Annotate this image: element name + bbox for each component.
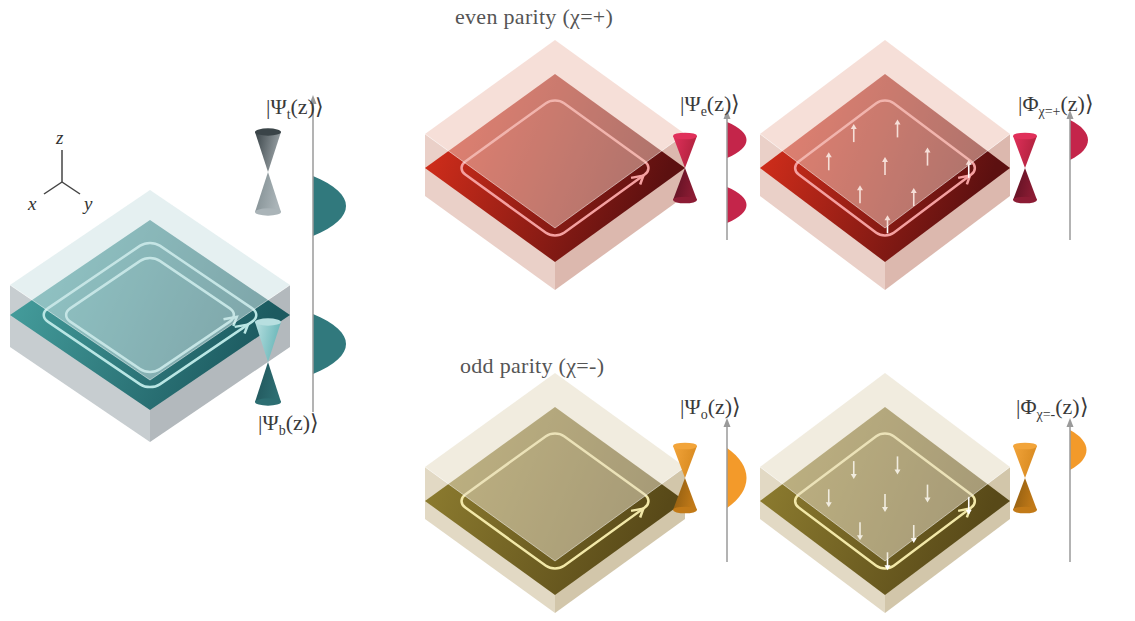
dirac-cone <box>673 136 697 168</box>
wavefunction <box>313 176 346 236</box>
dirac-cone <box>1013 168 1037 200</box>
subscript: b <box>279 423 286 438</box>
dirac-cone <box>255 362 281 402</box>
row-heading: even parity (χ=+) <box>455 6 613 28</box>
label-text: |Ψ <box>258 410 279 435</box>
label-text: (z)⟩ <box>286 410 319 435</box>
slab <box>425 373 685 613</box>
dirac-cone <box>673 443 697 450</box>
label-text: (z)⟩ <box>1055 394 1088 419</box>
state-label: |Ψb(z)⟩ <box>258 412 319 438</box>
dirac-cone <box>255 128 281 135</box>
z-axis <box>726 116 728 240</box>
label-text: |Ψ <box>680 91 701 116</box>
state-label: |Φχ=+(z)⟩ <box>1018 93 1094 119</box>
dirac-cone <box>255 132 281 172</box>
state-label: |Ψe(z)⟩ <box>680 93 740 119</box>
label-text: |Ψ <box>680 394 701 419</box>
z-axis <box>1067 418 1074 427</box>
label-text: x <box>28 193 36 214</box>
slab <box>10 190 290 442</box>
axis-label: x <box>28 194 36 213</box>
state-label: |Ψt(z)⟩ <box>266 96 324 122</box>
loop-arrow <box>631 172 648 184</box>
slab <box>760 40 1010 290</box>
subscript: t <box>287 107 291 122</box>
axes <box>44 150 80 194</box>
dirac-cone <box>255 172 281 212</box>
dirac-cone <box>255 398 281 405</box>
subscript: χ=+ <box>1039 104 1061 119</box>
loop-arrow <box>958 505 974 517</box>
z-axis <box>312 101 314 412</box>
label-text: (z)⟩ <box>291 94 324 119</box>
wavefunction <box>727 187 747 223</box>
wavefunction <box>727 448 747 508</box>
label-text: (z)⟩ <box>1061 91 1094 116</box>
slab <box>760 373 1010 613</box>
dirac-cone <box>673 507 697 514</box>
row-heading: odd parity (χ=-) <box>460 355 604 377</box>
axis-label: z <box>56 128 63 147</box>
dirac-cone <box>1013 136 1037 168</box>
wavefunction <box>1070 430 1087 470</box>
label-text: even parity (χ=+) <box>455 4 613 29</box>
z-axis <box>724 418 731 427</box>
wavefunction <box>313 314 346 374</box>
dirac-cone <box>255 208 281 215</box>
subscript: e <box>701 104 707 119</box>
wavefunction <box>1070 120 1088 160</box>
moment-arrow <box>885 565 891 570</box>
dirac-cone <box>255 318 281 325</box>
subscript: o <box>701 407 708 422</box>
slab-top <box>760 40 1010 228</box>
subscript: χ=- <box>1037 407 1056 422</box>
slab <box>425 40 685 290</box>
label-text: |Φ <box>1018 91 1039 116</box>
state-label: |Ψo(z)⟩ <box>680 396 741 422</box>
label-text: (z)⟩ <box>707 91 740 116</box>
label-text: (z)⟩ <box>708 394 741 419</box>
slab-top <box>425 373 685 561</box>
label-text: y <box>84 193 92 214</box>
slab-top <box>760 373 1010 561</box>
dirac-cone <box>673 197 697 204</box>
z-axis <box>1069 424 1071 562</box>
slab-top <box>10 190 290 380</box>
moment-arrow <box>966 510 972 515</box>
slab-top <box>425 40 685 228</box>
label-text: |Ψ <box>266 94 287 119</box>
label-text: z <box>56 127 63 148</box>
dirac-cone <box>1013 197 1037 204</box>
dirac-cone <box>1013 446 1037 478</box>
z-axis <box>726 424 728 562</box>
state-label: |Φχ=-(z)⟩ <box>1016 396 1089 422</box>
dirac-cone <box>1013 478 1037 510</box>
dirac-cone <box>1013 133 1037 140</box>
dirac-cone <box>673 446 697 478</box>
dirac-cone <box>673 168 697 200</box>
dirac-cone <box>1013 443 1037 450</box>
axis-label: y <box>84 194 92 213</box>
dirac-cone <box>255 322 281 362</box>
loop-arrow <box>631 505 648 517</box>
z-axis <box>1069 116 1071 240</box>
dirac-cone <box>1013 507 1037 514</box>
dirac-cone <box>673 478 697 510</box>
loop-arrow <box>958 172 974 184</box>
label-text: |Φ <box>1016 394 1037 419</box>
loop-arrow <box>235 321 253 333</box>
dirac-cone <box>673 133 697 140</box>
label-text: odd parity (χ=-) <box>460 353 604 378</box>
wavefunction <box>727 122 747 158</box>
